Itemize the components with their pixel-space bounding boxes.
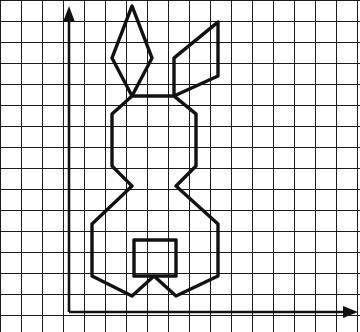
tail-square (134, 240, 176, 276)
x-axis-arrowhead (343, 306, 358, 318)
left-ear (112, 6, 152, 96)
y-axis-arrowhead (63, 6, 75, 22)
